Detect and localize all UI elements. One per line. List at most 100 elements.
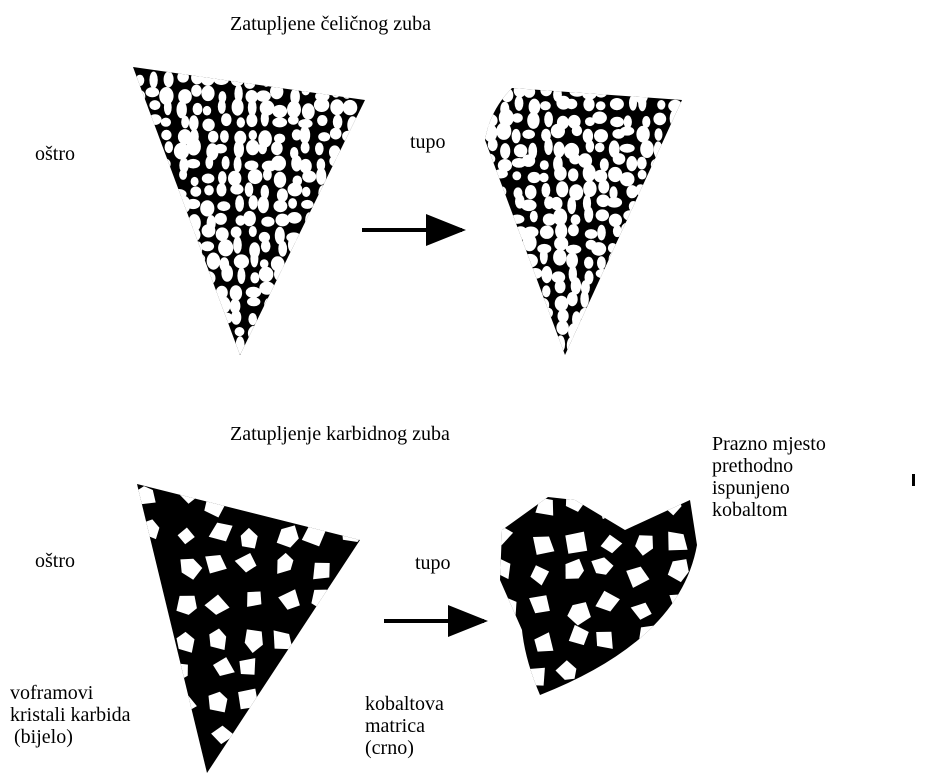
steel-grain: [551, 197, 563, 210]
carbide-crystal: [348, 653, 371, 679]
steel-grain: [653, 113, 666, 126]
steel-grain: [626, 285, 635, 298]
steel-grain: [614, 336, 625, 348]
steel-grain: [230, 285, 242, 301]
steel-grain: [620, 144, 635, 153]
steel-grain: [259, 337, 268, 352]
steel-grain: [177, 337, 186, 350]
carbide-crystal: [309, 654, 332, 679]
carbide-crystal: [341, 690, 361, 711]
steel-grain: [512, 340, 526, 351]
steel-grain: [245, 182, 254, 196]
steel-grain: [347, 143, 358, 159]
steel-grain: [347, 300, 356, 312]
steel-grain: [146, 312, 156, 328]
steel-grain: [258, 196, 269, 213]
steel-grain: [207, 337, 218, 350]
steel-grain: [609, 214, 622, 227]
steel-grain: [299, 270, 313, 281]
steel-grain: [130, 312, 145, 325]
steel-grain: [640, 322, 648, 335]
carbide-tooth-sharp: [133, 484, 371, 773]
steel-grain: [544, 112, 553, 128]
steel-grain: [220, 323, 228, 338]
steel-grain: [496, 283, 506, 300]
steel-grain: [202, 283, 212, 293]
steel-grain: [285, 321, 296, 337]
steel-grain: [153, 272, 161, 285]
steel-grain: [248, 99, 257, 116]
steel-grain: [261, 240, 271, 253]
steel-grain: [318, 213, 332, 226]
steel-grain: [207, 253, 220, 270]
steel-grain: [635, 305, 646, 322]
steel-grain: [180, 214, 189, 230]
steel-grain: [190, 186, 201, 196]
steel-grain: [302, 187, 310, 197]
steel-grain: [500, 143, 510, 159]
carbide-tooth-dull: [491, 489, 698, 695]
steel-grain: [627, 295, 638, 313]
steel-grain: [584, 257, 593, 269]
steel-grain: [145, 145, 156, 154]
steel-grain: [341, 315, 354, 325]
steel-grain: [218, 99, 226, 113]
steel-grain: [530, 211, 538, 223]
steel-grain: [236, 336, 245, 354]
steel-grain: [246, 287, 261, 298]
steel-grain: [343, 246, 356, 256]
steel-grain: [188, 314, 199, 326]
steel-grain: [507, 234, 522, 252]
steel-grain: [637, 157, 647, 170]
steel-grain: [138, 101, 147, 110]
carbide-crystal: [313, 627, 334, 647]
steel-grain: [586, 140, 595, 153]
steel-grain: [189, 228, 201, 241]
steel-grain: [556, 335, 565, 352]
steel-grain: [330, 268, 341, 284]
steel-grain: [498, 223, 512, 241]
crystals-line-2: kristali karbida: [10, 704, 131, 726]
steel-grain: [333, 115, 343, 130]
steel-grain: [668, 322, 681, 335]
steel-grain: [500, 298, 508, 308]
steel-grain: [523, 234, 537, 251]
steel-grain: [494, 213, 506, 224]
steel-grain: [583, 164, 596, 182]
steel-grain: [499, 253, 511, 269]
steel-grain: [331, 84, 341, 97]
steel-grain: [302, 86, 310, 95]
steel-grain: [201, 241, 214, 251]
steel-grain: [635, 184, 645, 195]
steel-grain: [555, 280, 566, 293]
steel-grain: [571, 277, 581, 294]
steel-dull-label: tupo: [410, 130, 446, 154]
steel-grain: [541, 266, 552, 283]
steel-grain: [595, 338, 607, 348]
steel-grain: [340, 162, 353, 173]
steel-grain: [594, 129, 608, 142]
steel-grain: [191, 177, 199, 186]
steel-grain: [483, 85, 495, 97]
steel-grain: [138, 130, 146, 141]
stray-mark: [912, 474, 915, 486]
steel-grain: [247, 338, 258, 353]
steel-grain: [653, 224, 667, 241]
steel-grain: [607, 320, 619, 334]
steel-grain: [248, 313, 257, 325]
steel-grain: [250, 272, 259, 283]
steel-grain: [164, 71, 174, 87]
steel-grain: [288, 198, 297, 209]
steel-grain: [162, 342, 173, 353]
steel-grain: [215, 213, 227, 225]
steel-grain: [320, 282, 329, 293]
steel-grain: [218, 171, 227, 184]
steel-grain: [663, 258, 675, 267]
carbide-crystal: [314, 484, 333, 506]
steel-grain: [542, 183, 551, 197]
steel-grain: [316, 298, 330, 316]
steel-grain: [318, 185, 327, 201]
steel-grain: [568, 323, 580, 340]
steel-grain: [132, 336, 143, 350]
steel-grain: [147, 336, 157, 353]
